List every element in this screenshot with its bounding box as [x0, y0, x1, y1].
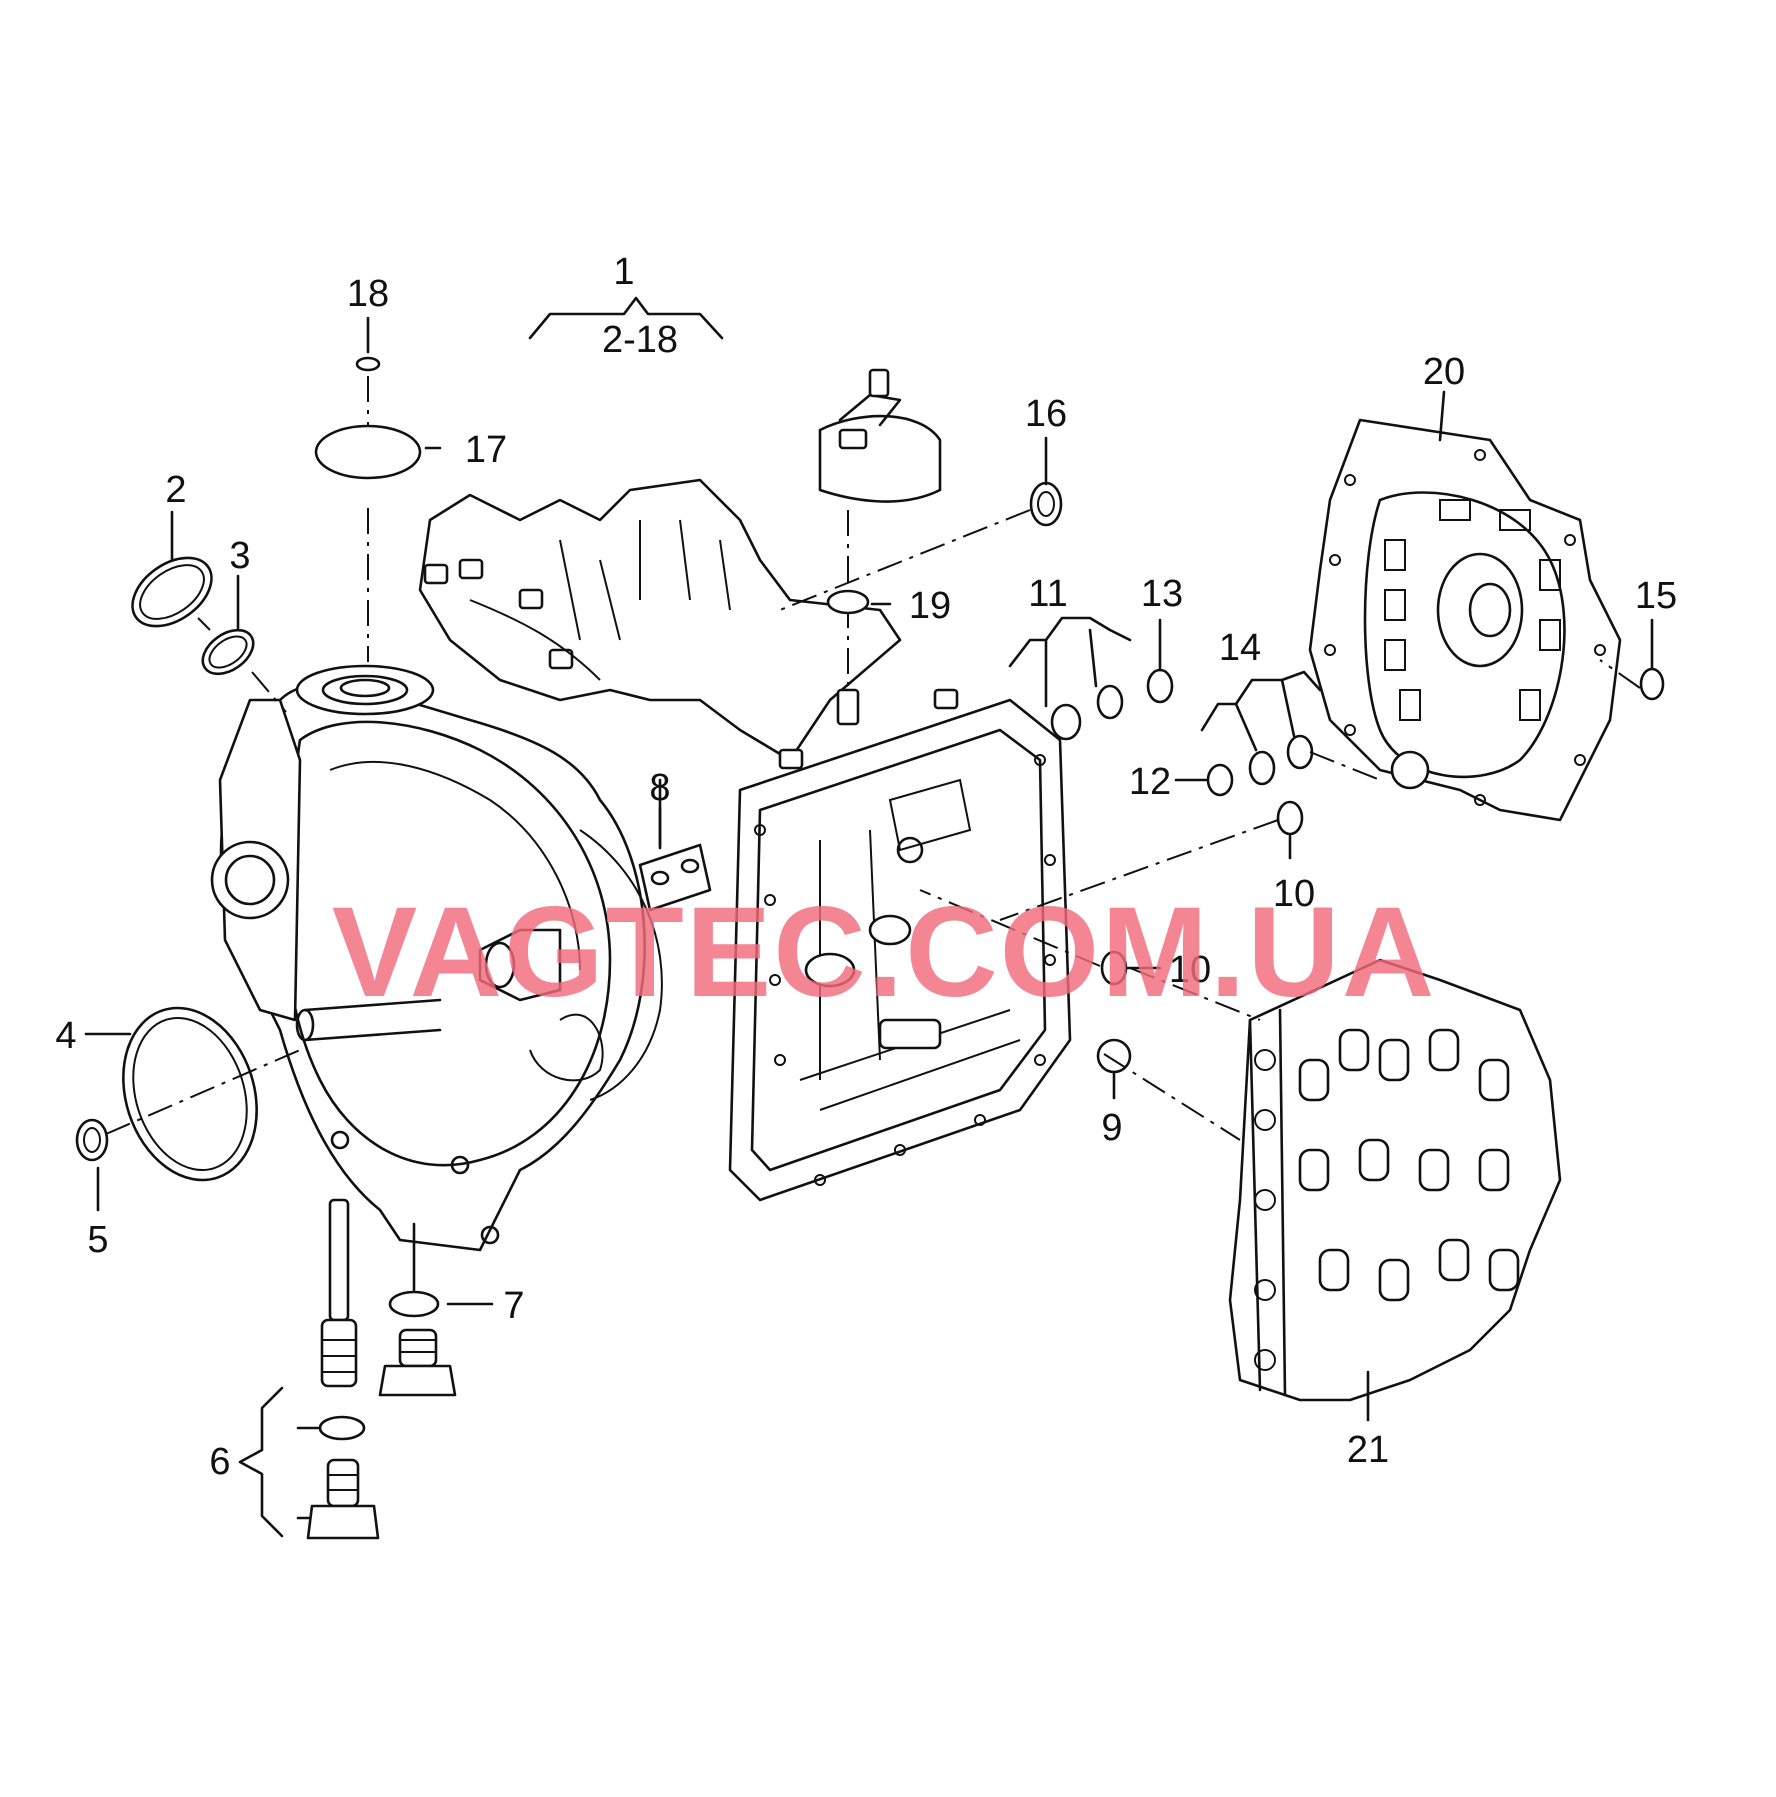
label-6: 6 — [209, 1441, 230, 1483]
o-ring-4 — [122, 1006, 258, 1182]
group-brackets — [238, 296, 1322, 1538]
washer-19 — [826, 589, 870, 615]
cover-ribs — [1384, 499, 1561, 721]
label-19: 19 — [909, 585, 951, 627]
washer-5-inner — [83, 1127, 101, 1153]
washer-7 — [388, 1290, 440, 1318]
seal-14a — [1248, 750, 1276, 786]
label-20: 20 — [1423, 351, 1465, 393]
seal-15 — [1639, 667, 1665, 701]
seal-2 — [131, 556, 213, 628]
transfer-cover — [1308, 418, 1622, 822]
label-4: 4 — [55, 1015, 76, 1057]
seal-12 — [1206, 763, 1234, 797]
label-5: 5 — [87, 1219, 108, 1261]
seal-10b — [1100, 950, 1128, 986]
label-1-range: 2-18 — [602, 319, 678, 361]
label-2: 2 — [165, 469, 186, 511]
o-ring-17 — [314, 424, 422, 480]
seal-3 — [201, 628, 255, 676]
seal-16 — [1029, 481, 1063, 527]
seal-2-inner — [139, 564, 205, 620]
leader-lines — [84, 316, 1654, 1520]
label-18: 18 — [347, 273, 389, 315]
label-16: 16 — [1025, 393, 1067, 435]
stud-part — [320, 1198, 358, 1388]
label-3: 3 — [229, 535, 250, 577]
label-8: 8 — [649, 767, 670, 809]
part-number-labels: 1 2-18 2 3 4 5 6 7 8 9 10 10 11 12 13 14… — [55, 251, 1677, 1483]
washer-18 — [355, 356, 381, 372]
washer-5 — [75, 1118, 109, 1162]
alignment-lines — [105, 376, 1641, 1141]
top-bracket — [818, 368, 942, 690]
label-17: 17 — [465, 429, 507, 471]
label-14: 14 — [1219, 627, 1261, 669]
seal-13 — [1146, 668, 1174, 704]
label-1: 1 — [613, 251, 634, 293]
label-11: 11 — [1028, 573, 1067, 615]
seal-16-inner — [1037, 491, 1055, 517]
label-10b: 10 — [1169, 949, 1211, 991]
label-12: 12 — [1129, 761, 1171, 803]
label-15: 15 — [1635, 575, 1677, 617]
valve-body-bosses — [1298, 1028, 1520, 1302]
frame-bolt-holes — [754, 754, 1056, 1186]
transmission-housing — [210, 478, 959, 1252]
plug-part-6 — [306, 1458, 380, 1540]
label-9: 9 — [1101, 1107, 1122, 1149]
seal-3-inner — [208, 635, 248, 669]
washer-6 — [318, 1415, 366, 1441]
seals — [75, 356, 1665, 1441]
seal-14b — [1286, 734, 1314, 770]
seal-10a — [1276, 800, 1304, 836]
valve-body-holes — [1254, 1049, 1276, 1371]
valve-body-mounting-frame — [728, 698, 1072, 1202]
o-ring-4-inner — [132, 1016, 248, 1172]
plug-part-7 — [378, 1328, 457, 1397]
seal-11b — [1096, 684, 1124, 720]
watermark: VAGTEC.COM.UA — [332, 881, 1437, 1024]
cover-bolt-holes — [1324, 449, 1606, 806]
valve-body — [1228, 958, 1562, 1402]
label-21: 21 — [1347, 1429, 1389, 1471]
housing-bolt — [423, 558, 959, 770]
label-13: 13 — [1141, 573, 1183, 615]
label-7: 7 — [503, 1285, 524, 1327]
seal-11 — [1050, 703, 1082, 741]
label-10a: 10 — [1273, 873, 1315, 915]
